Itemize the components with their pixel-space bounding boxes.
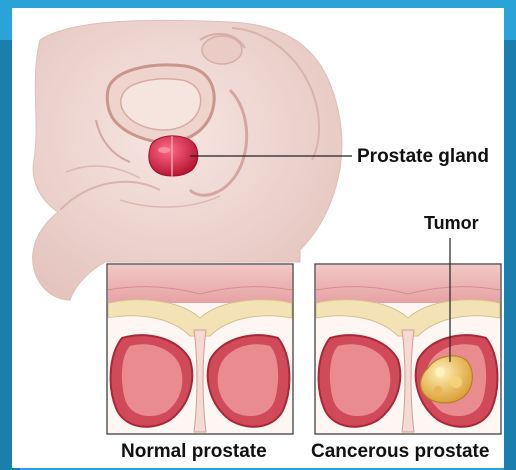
tumor-label: Tumor [424, 213, 479, 234]
normal-prostate-panel [107, 264, 293, 434]
prostate-gland-label: Prostate gland [357, 146, 489, 168]
prostate-gland [149, 136, 198, 178]
cancerous-prostate-label: Cancerous prostate [311, 441, 489, 463]
cancerous-prostate-panel [315, 264, 501, 434]
normal-prostate-label: Normal prostate [121, 441, 267, 463]
